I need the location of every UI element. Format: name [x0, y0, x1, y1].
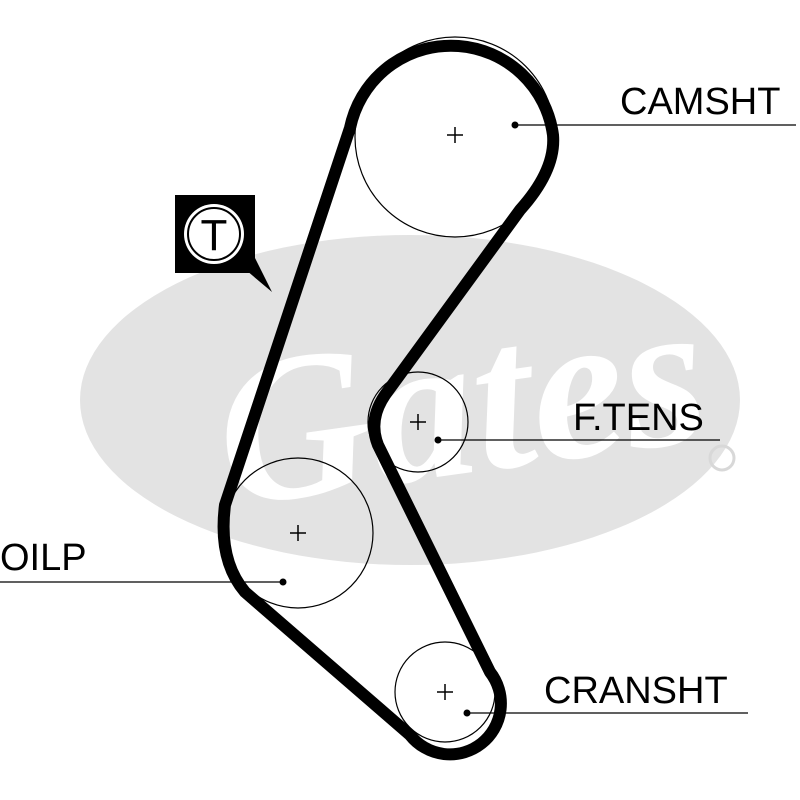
- gates-watermark: Gates: [80, 235, 740, 565]
- tensioner-marker-icon: T: [175, 195, 272, 292]
- oil-pump-label: OILP: [0, 537, 87, 579]
- tensioner-pulley: [367, 371, 469, 473]
- tensioner-marker-letter: T: [201, 211, 228, 260]
- centre-marks: [290, 127, 463, 700]
- registered-mark-icon: [708, 444, 736, 472]
- tensioner-label: F.TENS: [573, 397, 704, 439]
- crankshaft-label: CRANSHT: [544, 670, 728, 712]
- timing-belt: [217, 39, 560, 761]
- camshaft-label: CAMSHT: [620, 81, 780, 123]
